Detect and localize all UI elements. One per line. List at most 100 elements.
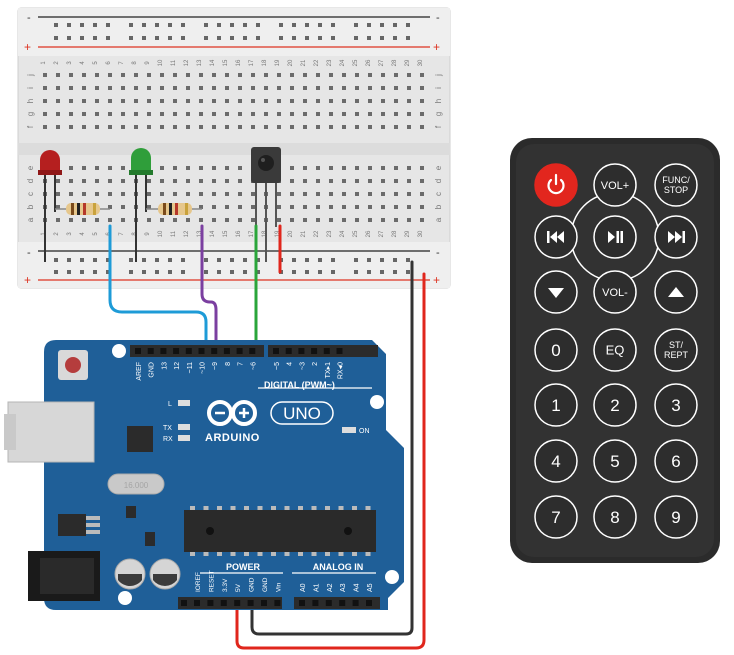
rail-hole — [217, 270, 221, 274]
terminal-hole — [147, 192, 151, 196]
terminal-hole — [69, 73, 73, 77]
digital-pin-label: TX▸1 — [325, 362, 332, 378]
pin-hole[interactable] — [274, 600, 281, 606]
red-5v-wire[interactable] — [235, 272, 426, 650]
terminal-hole — [147, 179, 151, 183]
terminal-hole — [108, 112, 112, 116]
up-button[interactable] — [654, 270, 698, 314]
eq-button[interactable]: EQ — [593, 328, 637, 372]
row-letter: h — [26, 99, 35, 103]
terminal-hole — [147, 112, 151, 116]
pin-hole[interactable] — [273, 348, 279, 354]
rail-hole — [354, 258, 358, 262]
pin-hole[interactable] — [247, 600, 254, 606]
terminal-hole — [342, 125, 346, 129]
pin-hole[interactable] — [352, 600, 359, 606]
rail-hole — [406, 270, 410, 274]
pin-hole[interactable] — [147, 348, 154, 354]
pin-hole[interactable] — [298, 348, 305, 354]
pin-hole[interactable] — [220, 600, 227, 606]
play-pause-button[interactable] — [593, 215, 637, 259]
seven-button[interactable]: 7 — [534, 495, 578, 539]
pin-hole[interactable] — [261, 600, 267, 606]
pin-hole[interactable] — [339, 600, 346, 606]
pin-hole[interactable] — [336, 348, 343, 354]
column-number: 1 — [41, 61, 47, 65]
pin-hole[interactable] — [312, 600, 319, 606]
rail-hole — [54, 258, 58, 262]
terminal-hole — [225, 218, 229, 222]
vol-up-button[interactable]: VOL+ — [593, 163, 637, 207]
red-led[interactable] — [38, 150, 62, 262]
digital-header-2[interactable] — [268, 345, 378, 357]
rail-hole — [331, 270, 335, 274]
pin-hole[interactable] — [249, 348, 256, 354]
pin-hole[interactable] — [207, 600, 214, 606]
black-gnd-wire[interactable] — [250, 260, 414, 636]
func-stop-button[interactable]: FUNC/STOP — [654, 163, 698, 207]
rail-hole — [380, 36, 384, 40]
pin-hole[interactable] — [185, 348, 192, 354]
pin-hole[interactable] — [223, 348, 230, 354]
pin-hole[interactable] — [194, 600, 200, 606]
led-tx-label: TX — [163, 425, 172, 432]
pin-hole[interactable] — [160, 348, 167, 354]
pin-hole[interactable] — [311, 348, 318, 354]
row-letter: i — [26, 87, 35, 89]
remote-button-label: REPT — [664, 350, 689, 360]
pin-hole[interactable] — [236, 348, 243, 354]
blue-wire[interactable] — [108, 224, 208, 354]
remote-button-label: 0 — [551, 341, 560, 360]
resistor-2[interactable] — [146, 203, 202, 215]
mounting-hole — [370, 395, 384, 409]
rail-hole — [155, 258, 159, 262]
two-button[interactable]: 2 — [593, 383, 637, 427]
power-button[interactable] — [534, 163, 578, 207]
terminal-hole — [329, 205, 333, 209]
eight-button[interactable]: 8 — [593, 495, 637, 539]
pin-hole[interactable] — [211, 348, 218, 354]
down-button[interactable] — [534, 270, 578, 314]
rail-hole — [279, 36, 283, 40]
pin-hole[interactable] — [181, 600, 187, 606]
st-rept-button[interactable]: ST/REPT — [654, 328, 698, 372]
three-button[interactable]: 3 — [654, 383, 698, 427]
pin-hole[interactable] — [323, 348, 330, 354]
vol-down-button[interactable]: VOL- — [593, 270, 637, 314]
terminal-hole — [251, 112, 255, 116]
resistor-1[interactable] — [55, 203, 110, 215]
pin-hole[interactable] — [299, 600, 305, 606]
terminal-hole — [290, 86, 294, 90]
pin-hole[interactable] — [325, 600, 332, 606]
pin-hole[interactable] — [135, 348, 141, 354]
pin-hole[interactable] — [285, 348, 292, 354]
zero-button[interactable]: 0 — [534, 328, 578, 372]
remote-button-label: 7 — [551, 508, 560, 527]
terminal-hole — [303, 166, 307, 170]
column-number: 29 — [405, 59, 411, 66]
green-led[interactable] — [129, 148, 153, 262]
column-number: 7 — [119, 61, 125, 65]
pin-hole[interactable] — [366, 600, 372, 606]
one-button[interactable]: 1 — [534, 383, 578, 427]
power-header[interactable] — [178, 597, 282, 609]
five-button[interactable]: 5 — [593, 439, 637, 483]
four-button[interactable]: 4 — [534, 439, 578, 483]
six-button[interactable]: 6 — [654, 439, 698, 483]
terminal-hole — [407, 218, 411, 222]
terminal-hole — [329, 112, 333, 116]
prev-button[interactable] — [534, 215, 578, 259]
nine-button[interactable]: 9 — [654, 495, 698, 539]
pin-hole[interactable] — [173, 348, 180, 354]
purple-wire[interactable] — [200, 224, 218, 354]
reset-button-cap[interactable] — [65, 357, 81, 373]
ir-receiver-icon[interactable] — [251, 147, 281, 262]
pin-hole[interactable] — [198, 348, 205, 354]
pin-hole[interactable] — [234, 600, 241, 606]
terminal-hole — [82, 73, 86, 77]
terminal-hole — [134, 86, 138, 90]
next-button[interactable] — [654, 215, 698, 259]
column-number: 27 — [379, 230, 385, 237]
